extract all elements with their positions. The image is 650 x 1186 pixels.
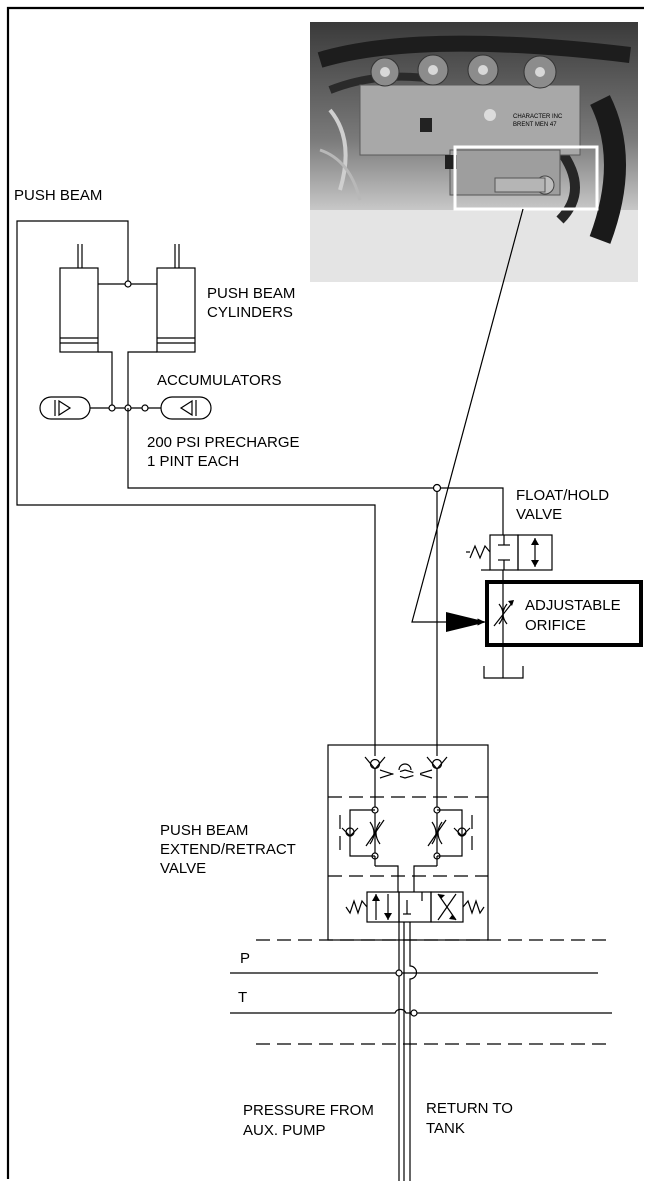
label-pressure-from-2: AUX. PUMP <box>243 1122 326 1139</box>
label-return-to-2: TANK <box>426 1120 465 1137</box>
push-beam-line <box>16 220 376 756</box>
label-extend-retract-1: PUSH BEAM <box>160 822 248 839</box>
left-cyl-base-line <box>98 351 113 408</box>
label-precharge-1: 200 PSI PRECHARGE <box>147 434 300 451</box>
label-pressure-from-1: PRESSURE FROM <box>243 1102 374 1119</box>
label-return-to-1: RETURN TO <box>426 1100 513 1117</box>
photo-plate-line1: CHARACTER INC <box>513 114 563 120</box>
photo-highlight-box <box>453 145 599 211</box>
pilot-check-valves <box>364 756 448 810</box>
adjustable-orifice-symbol <box>493 600 514 627</box>
label-extend-retract-2: EXTEND/RETRACT <box>160 841 296 858</box>
float-hold-valve-symbol <box>466 534 553 571</box>
flow-controls <box>339 806 473 892</box>
page-border <box>6 6 644 1179</box>
label-precharge-2: 1 PINT EACH <box>147 453 239 470</box>
label-float-hold-1: FLOAT/HOLD <box>516 487 609 504</box>
label-p: P <box>240 950 250 967</box>
label-push-beam: PUSH BEAM <box>14 187 102 204</box>
directional-spool <box>345 891 485 923</box>
photo-plate-line2: BRENT MEN 47 <box>513 122 557 128</box>
label-accumulators: ACCUMULATORS <box>157 372 281 389</box>
valve-manifold-photo: CHARACTER INC BRENT MEN 47 <box>310 22 638 282</box>
cylinder-return-line <box>127 408 504 535</box>
label-float-hold-2: VALVE <box>516 506 562 523</box>
label-cylinders-2: CYLINDERS <box>207 304 293 321</box>
label-t: T <box>238 989 247 1006</box>
right-accumulator <box>160 396 212 420</box>
return-tank-line <box>409 922 418 1181</box>
adjustable-orifice-box <box>485 580 643 647</box>
left-accumulator <box>39 396 91 420</box>
pointer-arrow-head <box>446 612 487 632</box>
label-cylinders-1: PUSH BEAM <box>207 285 295 302</box>
right-cyl-base-line <box>127 351 157 408</box>
tank-symbol <box>483 666 524 679</box>
tank-line <box>230 1008 612 1014</box>
label-adjustable: ADJUSTABLE <box>525 597 621 614</box>
push-beam-cylinders <box>59 244 196 353</box>
label-extend-retract-3: VALVE <box>160 860 206 877</box>
extend-retract-valve <box>327 744 489 941</box>
label-orifice: ORIFICE <box>525 617 586 634</box>
